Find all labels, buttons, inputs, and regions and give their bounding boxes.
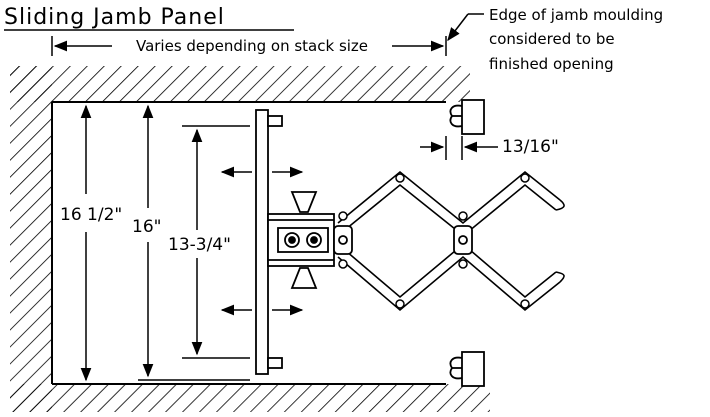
gap-dimension bbox=[420, 136, 498, 160]
gap-label: 13/16" bbox=[502, 137, 559, 157]
slide-direction-arrows bbox=[220, 166, 304, 316]
stack-size-dimension: Varies depending on stack size bbox=[51, 36, 447, 56]
stack-size-note: Varies depending on stack size bbox=[136, 37, 368, 55]
jamb-moulding-bottom bbox=[449, 351, 485, 387]
inner-height-label: 13-3/4" bbox=[168, 235, 231, 255]
outer-height-label: 16 1/2" bbox=[60, 205, 122, 225]
hatched-wall bbox=[10, 66, 492, 412]
roller-bracket bbox=[267, 191, 335, 289]
edge-note-line-1: Edge of jamb moulding bbox=[489, 6, 663, 24]
edge-note-line-2: considered to be bbox=[489, 30, 615, 48]
edge-note-line-3: finished opening bbox=[489, 55, 614, 73]
lattice-hinges bbox=[333, 225, 473, 255]
drawing-title: Sliding Jamb Panel bbox=[4, 5, 225, 30]
inner-height-dimension bbox=[182, 125, 250, 359]
edge-note-leader bbox=[447, 13, 484, 42]
mid-height-label: 16" bbox=[132, 217, 161, 237]
lattice-pivots bbox=[338, 173, 530, 309]
mid-height-dimension bbox=[138, 101, 250, 381]
jamb-moulding-top bbox=[449, 99, 485, 135]
